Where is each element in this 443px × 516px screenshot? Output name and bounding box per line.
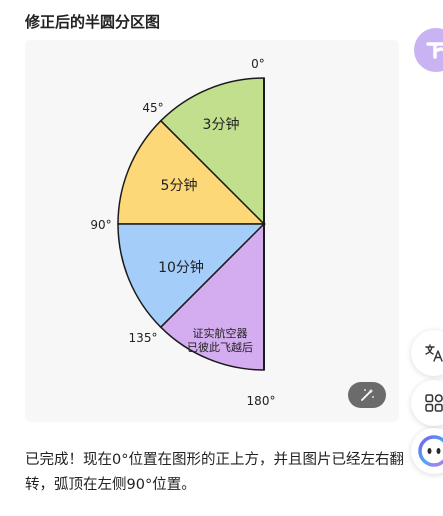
assistant-message: 已完成！现在0°位置在图形的正上方，并且图片已经左右翻转，弧顶在左侧90°位置。 — [25, 452, 404, 493]
angle-label-45: 45° — [142, 101, 163, 115]
page-title: 修正后的半圆分区图 — [25, 13, 161, 31]
magic-edit-button[interactable] — [348, 382, 386, 408]
section-label-passed-line1: 证实航空器 — [193, 326, 248, 340]
semicircle-diagram: 3分钟 5分钟 10分钟 证实航空器 已彼此飞越后 0° 45° 90° 135… — [90, 57, 276, 408]
angle-label-0: 0° — [251, 57, 265, 71]
angle-label-135: 135° — [129, 331, 158, 345]
section-label-passed-line2: 已彼此飞越后 — [187, 340, 253, 354]
app-avatar[interactable] — [414, 28, 443, 72]
translate-button[interactable] — [411, 330, 443, 376]
sector-passed — [159, 222, 265, 371]
apps-button[interactable] — [411, 380, 443, 426]
angle-label-90: 90° — [90, 218, 111, 232]
assistant-button[interactable] — [411, 428, 443, 474]
sector-10min — [117, 223, 266, 329]
section-label-3min: 3分钟 — [203, 116, 240, 133]
section-label-5min: 5分钟 — [161, 177, 198, 194]
sector-5min — [117, 119, 266, 225]
app-logo-icon — [426, 42, 443, 59]
angle-label-180: 180° — [247, 394, 276, 408]
generated-image[interactable]: 3分钟 5分钟 10分钟 证实航空器 已彼此飞越后 0° 45° 90° 135… — [25, 40, 399, 422]
apps-grid-icon — [425, 394, 443, 412]
section-label-10min: 10分钟 — [158, 259, 204, 276]
translate-icon — [425, 344, 443, 362]
sector-3min — [159, 77, 265, 226]
magic-wand-icon — [361, 388, 374, 401]
assistant-face-icon — [418, 435, 443, 467]
